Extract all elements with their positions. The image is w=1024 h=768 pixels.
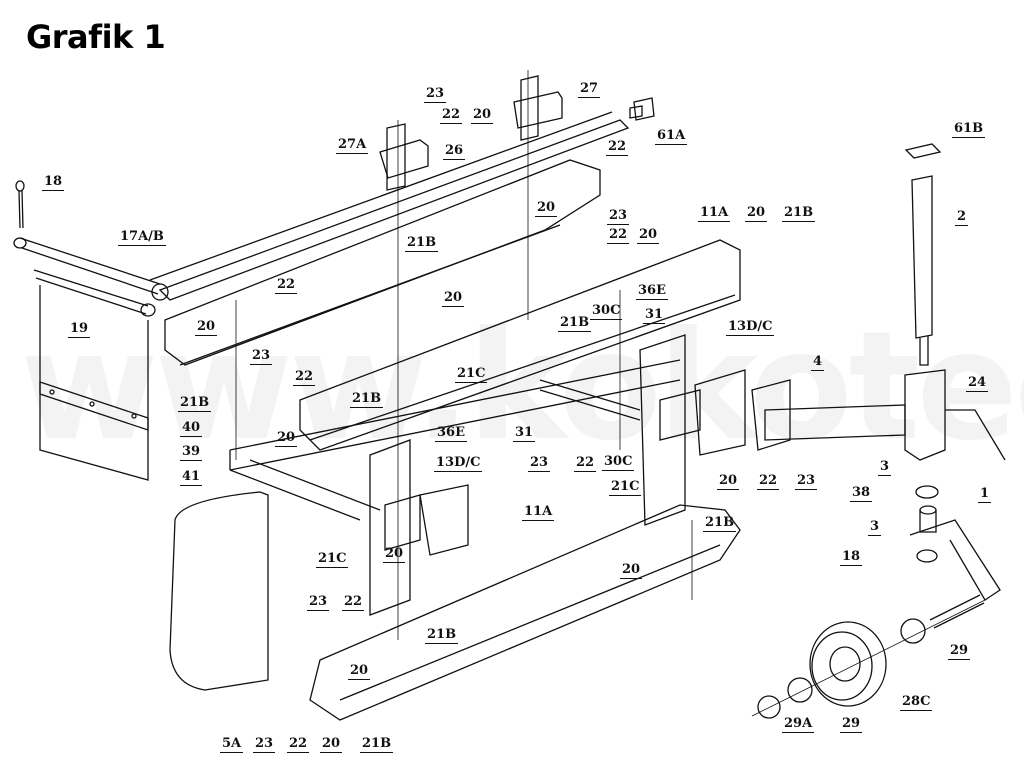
- post-2: [904, 143, 942, 366]
- part-label: 29: [948, 643, 971, 660]
- part-label: 31: [513, 425, 536, 442]
- side-plate-5a: [169, 491, 269, 691]
- part-label: 40: [180, 420, 203, 437]
- part-label: 21B: [425, 627, 459, 644]
- part-label: 3: [878, 459, 892, 476]
- pipe: [13, 237, 161, 317]
- part-label: 11A: [698, 205, 731, 222]
- part-label: 21C: [455, 366, 488, 383]
- part-label: 22: [607, 227, 630, 244]
- part-label: 20: [745, 205, 768, 222]
- part-label: 19: [68, 321, 91, 338]
- figure-title: Grafik 1: [26, 18, 166, 56]
- bracket-27: [513, 75, 563, 141]
- part-label: 23: [424, 86, 447, 103]
- part-label: 5A: [220, 736, 244, 753]
- part-label: 20: [320, 736, 343, 753]
- mud-flap-19: [39, 285, 149, 481]
- wheel-28c: [751, 599, 986, 719]
- part-label: 22: [440, 107, 463, 124]
- part-label: 27: [578, 81, 601, 98]
- cotter-pin-18: [15, 180, 25, 229]
- part-label: 28C: [900, 694, 933, 711]
- part-label: 21B: [360, 736, 394, 753]
- upright-13dc-left: [369, 439, 469, 616]
- upright-13dc-right: [639, 334, 746, 526]
- part-label: 20: [348, 663, 371, 680]
- part-label: 22: [574, 455, 597, 472]
- part-label: 21B: [178, 395, 212, 412]
- part-label: 21B: [350, 391, 384, 408]
- cap-61a: [629, 97, 655, 121]
- part-label: 22: [606, 139, 629, 156]
- part-label: 27A: [336, 137, 369, 154]
- part-label: 36E: [435, 425, 467, 442]
- part-label: 30C: [590, 303, 623, 320]
- part-label: 21B: [703, 515, 737, 532]
- part-label: 20: [195, 319, 218, 336]
- part-label: 31: [643, 307, 666, 324]
- beam-11a-upper: [164, 159, 601, 366]
- arm-4: [751, 369, 1006, 461]
- caster-bracket-1: [909, 485, 1001, 629]
- part-label: 20: [535, 200, 558, 217]
- part-label: 21B: [558, 315, 592, 332]
- part-label: 29: [840, 716, 863, 733]
- part-label: 21C: [316, 551, 349, 568]
- part-label: 4: [811, 354, 825, 371]
- part-label: 20: [637, 227, 660, 244]
- part-label: 22: [342, 594, 365, 611]
- part-label: 26: [443, 143, 466, 160]
- axis-lines: [235, 70, 693, 640]
- part-label: 23: [250, 348, 273, 365]
- part-label: 3: [868, 519, 882, 536]
- part-label: 21C: [609, 479, 642, 496]
- part-label: 23: [307, 594, 330, 611]
- part-label: 11A: [522, 504, 555, 521]
- cross-beam: [229, 359, 681, 521]
- part-label: 23: [795, 473, 818, 490]
- part-label: 61A: [655, 128, 688, 145]
- part-label: 20: [717, 473, 740, 490]
- part-label: 13D/C: [434, 455, 483, 472]
- part-label: 22: [757, 473, 780, 490]
- part-label: 23: [607, 208, 630, 225]
- part-label: 30C: [602, 454, 635, 471]
- part-label: 41: [180, 469, 203, 486]
- part-label: 39: [180, 444, 203, 461]
- beam-11a-lower: [309, 504, 741, 721]
- part-label: 20: [442, 290, 465, 307]
- part-label: 22: [287, 736, 310, 753]
- part-label: 13D/C: [726, 319, 775, 336]
- part-label: 21B: [405, 235, 439, 252]
- part-label: 1: [978, 486, 992, 503]
- part-label: 36E: [636, 283, 668, 300]
- part-label: 20: [275, 430, 298, 447]
- part-label: 20: [471, 107, 494, 124]
- part-label: 23: [253, 736, 276, 753]
- part-label: 23: [528, 455, 551, 472]
- bracket-27a: [379, 123, 429, 191]
- part-label: 18: [840, 549, 863, 566]
- beam-11a-middle: [299, 239, 741, 451]
- part-label: 20: [383, 546, 406, 563]
- part-label: 20: [620, 562, 643, 579]
- part-label: 38: [850, 485, 873, 502]
- part-label: 21B: [782, 205, 816, 222]
- part-label: 22: [293, 369, 316, 386]
- part-label: 24: [966, 375, 989, 392]
- part-label: 22: [275, 277, 298, 294]
- part-label: 17A/B: [118, 229, 166, 246]
- part-label: 2: [955, 209, 969, 226]
- part-label: 61B: [952, 121, 986, 138]
- part-label: 29A: [782, 716, 815, 733]
- part-label: 18: [42, 174, 65, 191]
- watermark: www.kokotech.de: [20, 300, 1024, 474]
